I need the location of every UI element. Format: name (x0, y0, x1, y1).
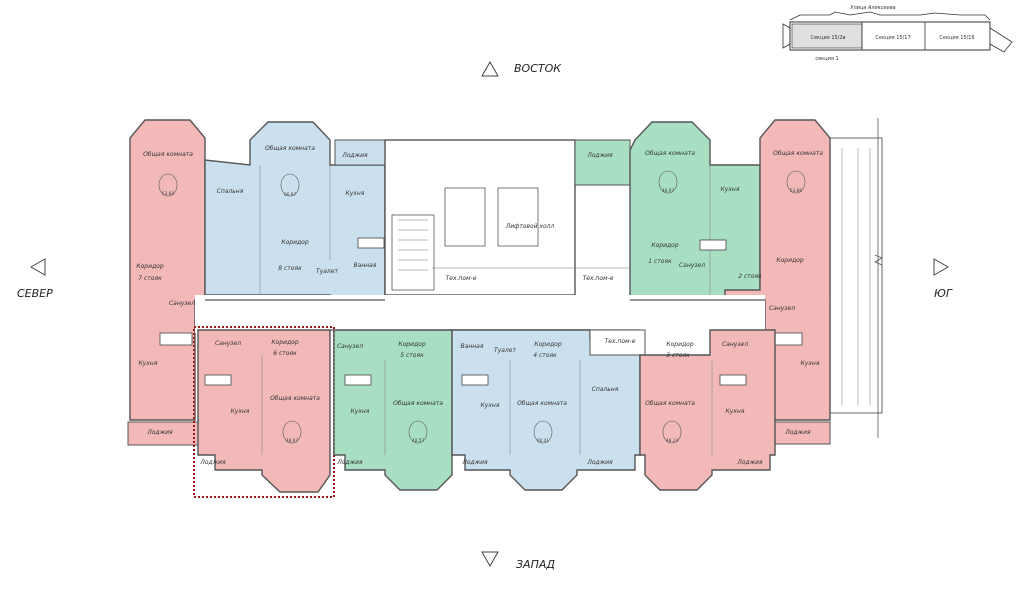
building: Общая комната 53.66 Коридор 7 стояк Сану… (127, 118, 883, 498)
room-kitchen-4: Кухня (481, 402, 500, 409)
apartment-2: Общая комната 53.86 Коридор 2 стояк Сану… (724, 119, 831, 445)
room-wc-1: Санузел (679, 262, 705, 269)
room-loggia-6: Лоджия (199, 459, 226, 466)
apartment-7: Общая комната 53.66 Коридор 7 стояк Сану… (127, 119, 206, 446)
north-arrow-icon (29, 258, 46, 276)
tech-room-2: Тех.пом-е (583, 275, 614, 282)
room-wc-5: Санузел (337, 343, 363, 350)
tech-room-1: Тех.пом-е (446, 275, 477, 282)
north-label: СЕВЕР (17, 287, 53, 300)
room-wc-7: Санузел (169, 300, 195, 307)
room-loggia-4a: Лоджия (461, 459, 488, 466)
room-kitchen-2: Кухня (801, 360, 820, 367)
room-bath-8: Ванная (354, 262, 377, 269)
riser-1: 1 стояк (648, 258, 672, 265)
east-label: ВОСТОК (514, 62, 562, 75)
room-living-2: Общая комната (773, 150, 823, 157)
key-plan-section-2: Секция 15/17 (875, 35, 910, 41)
room-kitchen-3: Кухня (726, 408, 745, 415)
riser-7: 7 стояк (138, 275, 162, 282)
room-living-1: Общая комната (645, 150, 695, 157)
room-corridor-1: Коридор (651, 242, 678, 249)
key-plan-section-1: Секция 15/2в (810, 35, 845, 41)
riser-5: 5 стояк (400, 352, 424, 359)
area-1: 48.97 (662, 188, 674, 193)
riser-2: 2 стояк (738, 273, 762, 280)
west-label: ЗАПАД (516, 558, 555, 571)
room-living-3: Общая комната (645, 400, 695, 407)
key-plan-street: Улица Алексеева (850, 5, 895, 11)
room-kitchen-6: Кухня (231, 408, 250, 415)
room-toilet-8: Туалет (316, 268, 338, 275)
area-5: 48.57 (412, 438, 424, 443)
room-kitchen-8: Кухня (346, 190, 365, 197)
compass: ВОСТОК ЗАПАД СЕВЕР ЮГ (17, 60, 953, 571)
apartment-8: Лоджия Общая комната 66.97 Спальня Кухня… (204, 121, 386, 321)
east-arrow-icon (481, 60, 499, 77)
area-2: 53.86 (790, 188, 802, 193)
room-kitchen-1: Кухня (721, 186, 740, 193)
riser-6: 6 стояк (273, 350, 297, 357)
room-loggia-7: Лоджия (146, 429, 173, 436)
area-3: 48.24 (666, 438, 678, 443)
room-bedroom-4: Спальня (592, 386, 619, 393)
west-arrow-icon (481, 551, 499, 568)
room-living-7: Общая комната (143, 151, 193, 158)
room-loggia-5: Лоджия (336, 459, 363, 466)
room-loggia-8: Лоджия (341, 152, 368, 159)
room-living-5: Общая комната (393, 400, 443, 407)
room-bedroom-8: Спальня (217, 188, 244, 195)
room-corridor-7: Коридор (136, 263, 163, 270)
room-loggia-4b: Лоджия (586, 459, 613, 466)
room-corridor-8: Коридор (281, 239, 308, 246)
room-toilet-4: Туалет (494, 347, 516, 354)
riser-8: 8 стояк (278, 265, 302, 272)
key-plan-caption: секция 1 (815, 56, 838, 62)
key-plan: Улица Алексеева Секция 15/2в Секция 15/1… (782, 5, 1013, 62)
room-loggia-3: Лоджия (736, 459, 763, 466)
area-4: 60.41 (537, 438, 549, 443)
room-wc-3: Санузел (722, 341, 748, 348)
lift-hall-label: Лифтовой холл (505, 223, 555, 230)
apartment-3: Коридор 3 стояк Санузел Общая комната 48… (639, 329, 776, 491)
room-living-4: Общая комната (517, 400, 567, 407)
core: Лифтовой холл Тех.пом-е Тех.пом-е (384, 139, 635, 296)
apartment-6: Санузел Коридор 6 стояк Кухня Общая комн… (197, 329, 331, 493)
room-wc-6: Санузел (215, 340, 241, 347)
room-corridor-4: Коридор (534, 341, 561, 348)
room-loggia-1a: Лоджия (586, 152, 613, 159)
area-7: 53.66 (162, 191, 174, 196)
south-arrow-icon (933, 258, 950, 276)
room-corridor-2: Коридор (776, 257, 803, 264)
riser-4: 4 стояк (533, 352, 557, 359)
room-corridor-5: Коридор (398, 341, 425, 348)
area-6: 48.97 (286, 438, 298, 443)
room-corridor-6: Коридор (271, 339, 298, 346)
room-living-8: Общая комната (265, 145, 315, 152)
room-bath-4: Ванная (461, 343, 484, 350)
room-corridor-3: Коридор (666, 341, 693, 348)
south-label: ЮГ (934, 287, 953, 300)
room-wc-2: Санузел (769, 305, 795, 312)
room-kitchen-7: Кухня (139, 360, 158, 367)
apartment-4: Ванная Туалет Коридор 4 стояк Спальня Ку… (451, 329, 641, 491)
riser-3: 3 стояк (666, 352, 690, 359)
key-plan-section-3: Секция 15/16 (939, 35, 974, 41)
room-living-6: Общая комната (270, 395, 320, 402)
room-loggia-2: Лоджия (784, 429, 811, 436)
tech-room-3: Тех.пом-е (605, 338, 636, 345)
area-8: 66.97 (284, 192, 296, 197)
apartment-5: Санузел Коридор 5 стояк Кухня Общая комн… (333, 329, 453, 491)
room-kitchen-5: Кухня (351, 408, 370, 415)
